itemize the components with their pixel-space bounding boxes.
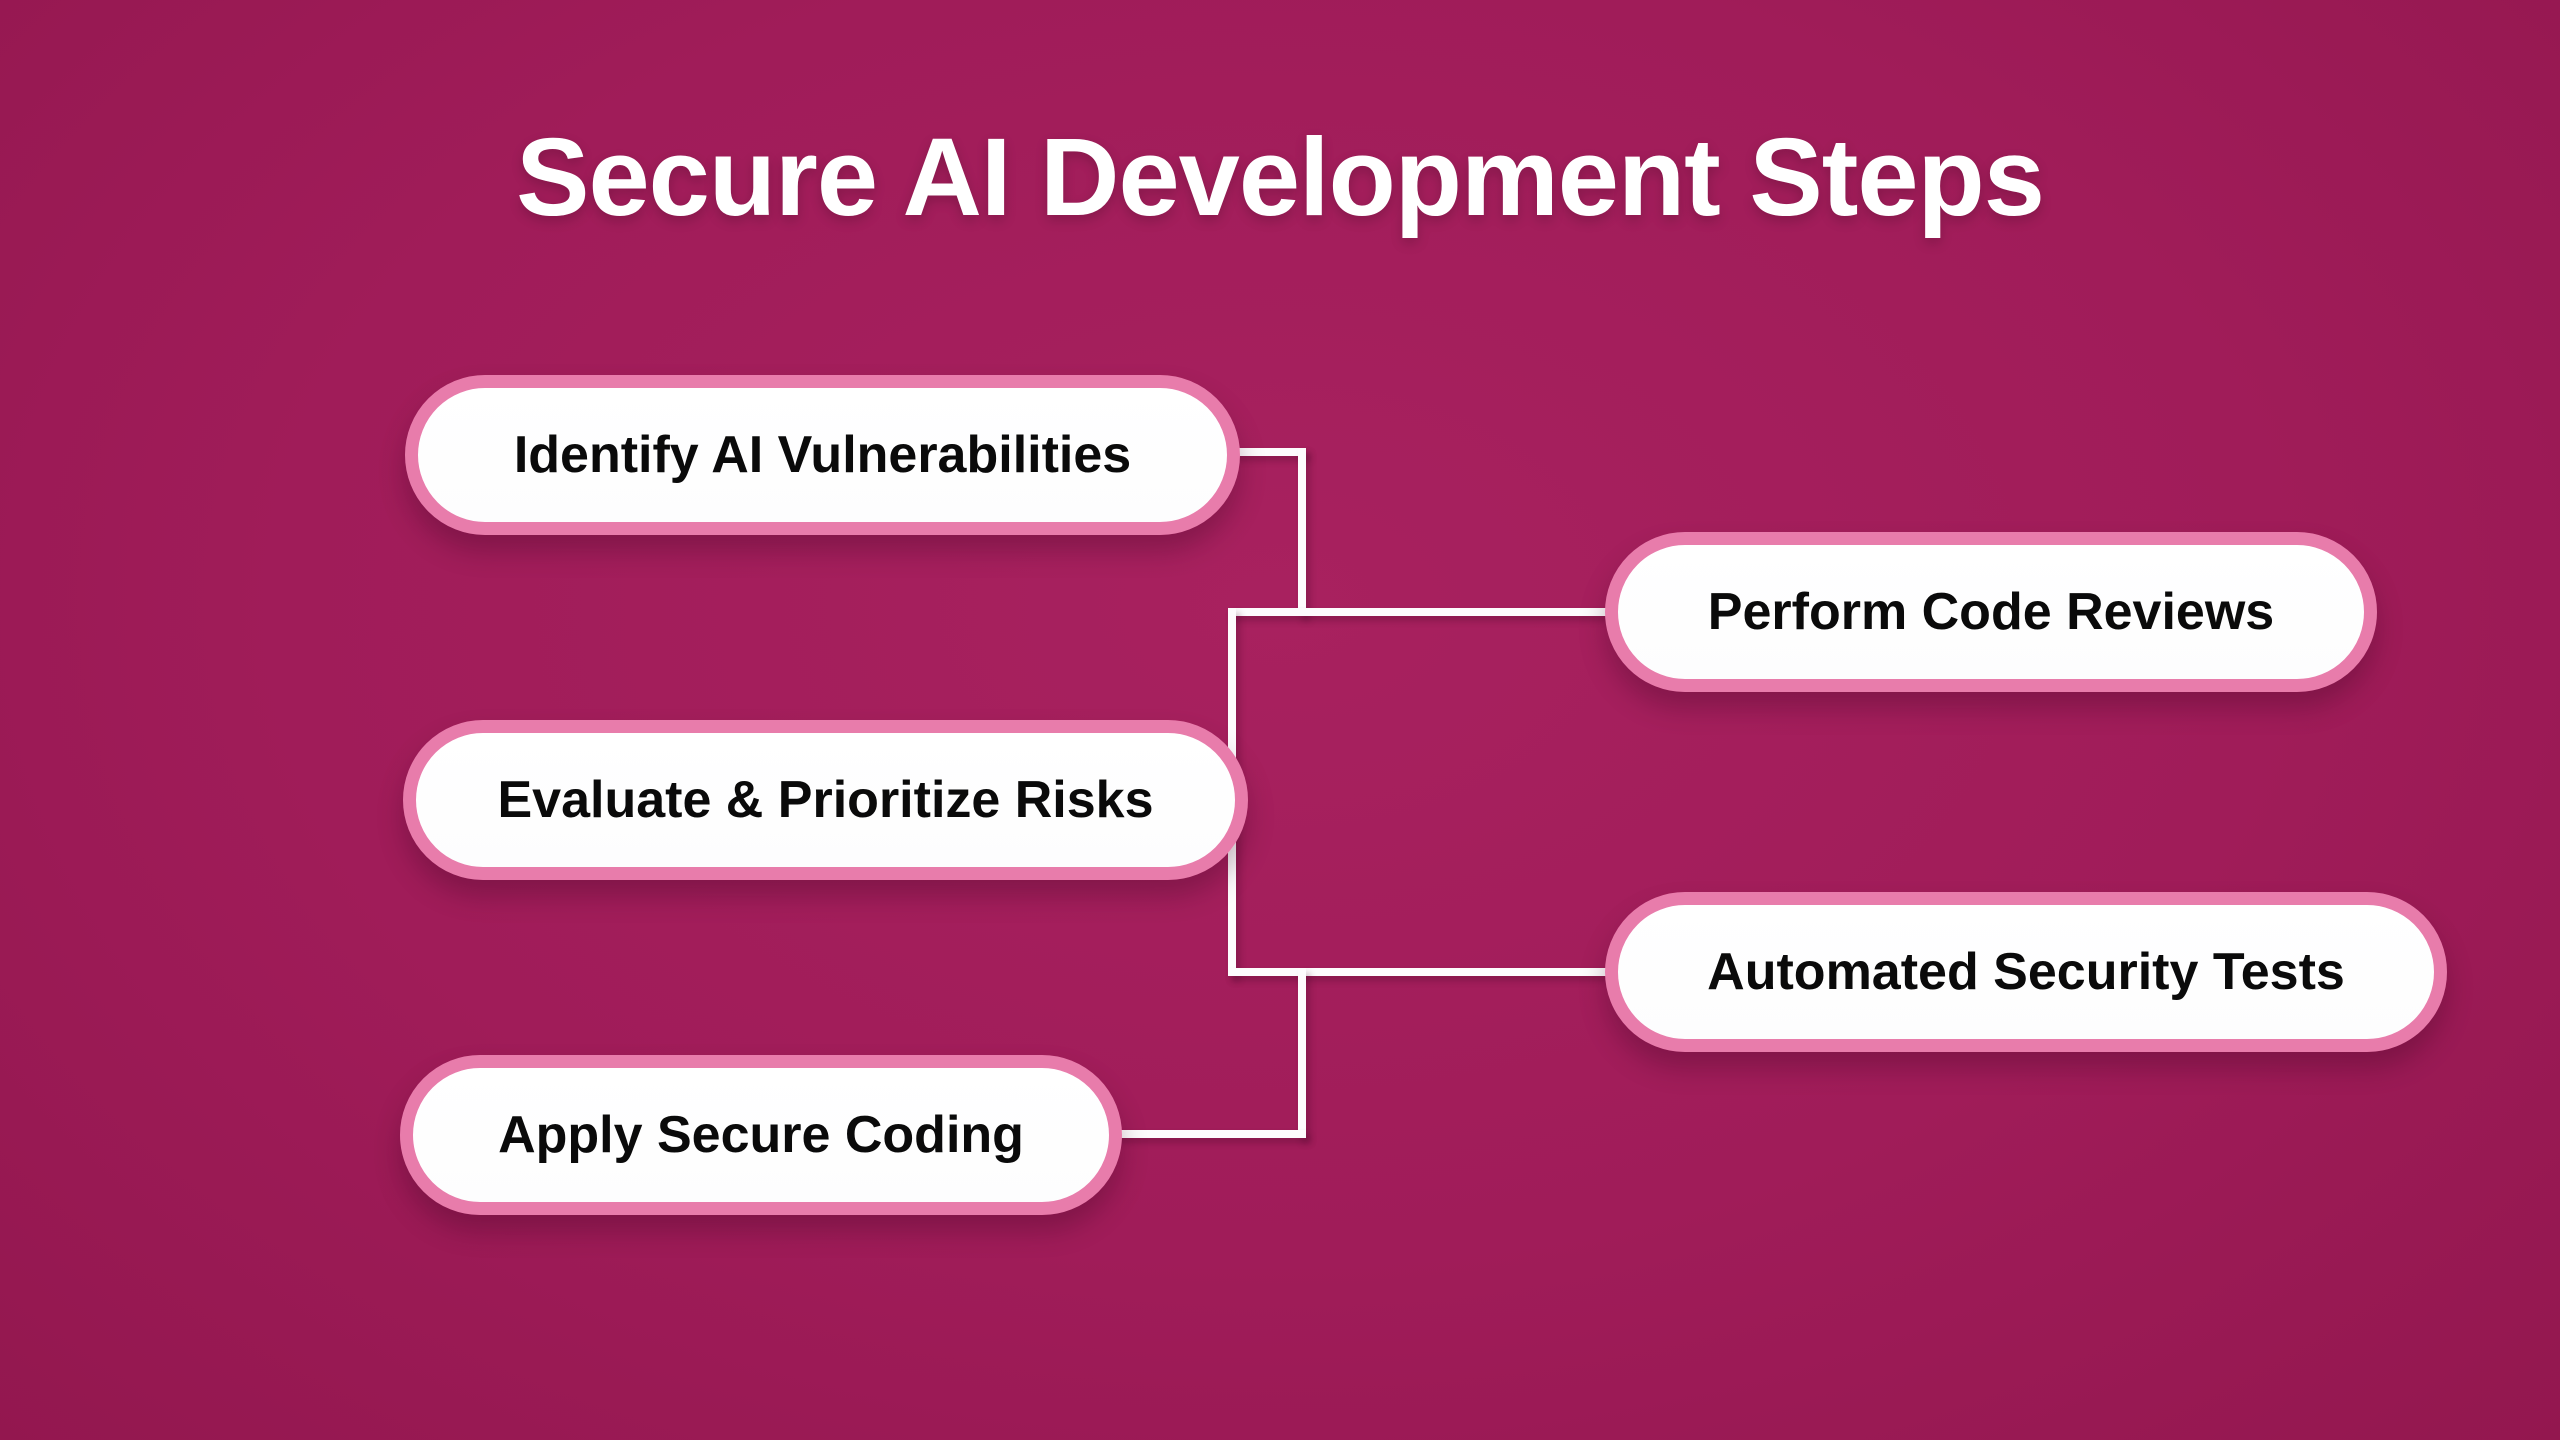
connector-apply-stub-horizontal [1090, 1130, 1306, 1138]
node-label: Apply Secure Coding [498, 1106, 1024, 1164]
connector-identify-stub-horizontal [1190, 448, 1306, 456]
connector-apply-elbow-vertical [1298, 968, 1306, 1138]
connector-perform-horizontal [1228, 608, 1613, 616]
node-label: Evaluate & Prioritize Risks [497, 771, 1154, 829]
node-automated-security-tests: Automated Security Tests [1605, 892, 2447, 1052]
node-label: Automated Security Tests [1707, 943, 2345, 1001]
node-perform-code-reviews: Perform Code Reviews [1605, 532, 2377, 692]
node-evaluate-prioritize-risks: Evaluate & Prioritize Risks [403, 720, 1248, 880]
page-title: Secure AI Development Steps [516, 116, 2045, 239]
node-identify-ai-vulnerabilities: Identify AI Vulnerabilities [405, 375, 1240, 535]
connector-identify-elbow-vertical [1298, 448, 1306, 616]
connector-automated-horizontal [1228, 968, 1613, 976]
node-apply-secure-coding: Apply Secure Coding [400, 1055, 1122, 1215]
node-label: Perform Code Reviews [1707, 583, 2275, 641]
node-label: Identify AI Vulnerabilities [513, 426, 1132, 484]
